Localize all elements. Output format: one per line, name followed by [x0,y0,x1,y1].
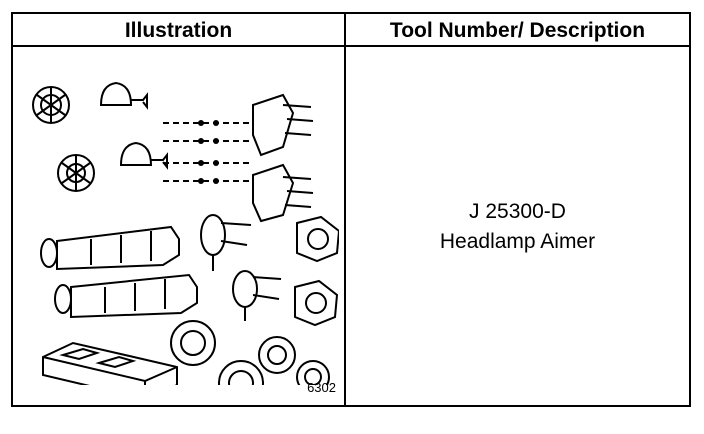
adapter-cup [57,154,95,192]
tool-number: J 25300-D [469,200,566,223]
adapter-ring [258,336,296,374]
tool-description-cell: J 25300-D Headlamp Aimer [346,47,689,405]
calibration-fixture [99,81,148,110]
adapter-ring [296,215,339,263]
clamp-assembly [200,214,252,271]
adapter-ring [294,279,339,327]
tool-table: Illustration Tool Number/ Description [11,12,691,407]
illustration-header: Illustration [13,14,346,47]
adapter-cup [32,86,70,124]
adapter-ring [296,360,330,385]
calibration-fixture [119,141,168,170]
bracket [252,163,314,223]
tool-description-header: Tool Number/ Description [346,14,689,47]
adapter-ring [170,320,216,366]
aimer-unit [54,273,198,319]
tool-description: Headlamp Aimer [439,230,596,253]
aimer-unit [40,225,180,271]
storage-case [42,341,178,385]
clamp-assembly [232,270,282,321]
illustration-cell: 6302 [13,47,346,405]
headlamp-aimer-kit-illustration [32,81,339,385]
bracket [252,93,314,157]
adapter-ring [218,360,264,385]
figure-number: 6302 [307,380,336,395]
